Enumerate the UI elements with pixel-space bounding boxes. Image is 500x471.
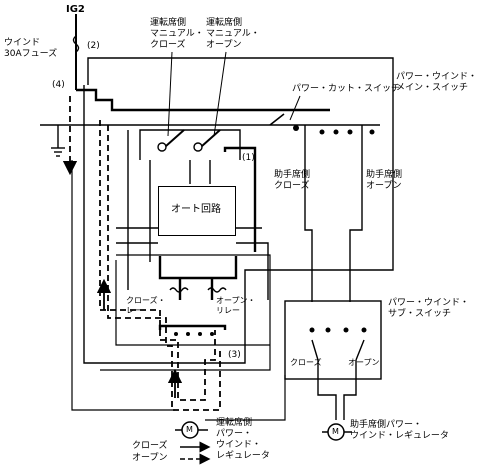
callout-1: (1) bbox=[242, 153, 255, 163]
driver-motor-feed bbox=[71, 160, 286, 421]
contact-4 bbox=[210, 332, 214, 336]
manual-switch-frame bbox=[139, 129, 241, 160]
relay-feed bbox=[158, 256, 238, 300]
main-contact-2 bbox=[333, 129, 339, 135]
close-switch-blade bbox=[165, 129, 185, 147]
close-current-path bbox=[99, 120, 216, 401]
switch-output-line bbox=[223, 146, 257, 252]
power-cut-contact bbox=[293, 125, 299, 131]
contact-3 bbox=[198, 332, 202, 336]
main-contact-4 bbox=[369, 129, 375, 135]
sub-contact-3 bbox=[343, 327, 349, 333]
sub-open-label: オープン bbox=[348, 358, 380, 367]
passenger-open-line bbox=[349, 125, 363, 302]
passenger-regulator-label: 助手席側パワー・ ウインド・レギュレータ bbox=[350, 420, 449, 441]
fuse-symbol bbox=[72, 35, 80, 53]
open-switch-knob bbox=[193, 142, 203, 152]
sub-switch-outline bbox=[284, 300, 382, 380]
close-switch-knob bbox=[157, 142, 167, 152]
contact-2 bbox=[186, 332, 190, 336]
sub-close-label: クローズ bbox=[290, 358, 322, 367]
sub-switch-label: パワー・ウインド・ サブ・スイッチ bbox=[388, 298, 470, 319]
driver-manual-open-label: 運転席側 マニュアル・ オープン bbox=[206, 18, 260, 50]
passenger-open-label: 助手席側 オープン bbox=[366, 170, 403, 191]
main-contact-1 bbox=[319, 129, 325, 135]
power-cut-switch-label: パワー・カット・スイッチ bbox=[292, 84, 401, 94]
driver-regulator-label: 運転席側 パワー・ ウインド・ レギュレータ bbox=[216, 418, 270, 461]
auto-circuit-label: オート回路 bbox=[171, 204, 221, 215]
motor-leads bbox=[175, 429, 352, 433]
ig2-label: IG2 bbox=[66, 4, 85, 15]
return-current-path bbox=[107, 125, 221, 411]
sub-contact-2 bbox=[325, 327, 331, 333]
close-callout-leader bbox=[167, 51, 173, 137]
fuse-label: ウインド 30Aフューズ bbox=[4, 38, 58, 59]
main-switch-outline bbox=[83, 57, 394, 364]
callout-3: (3) bbox=[228, 350, 241, 360]
driver-manual-close-label: 運転席側 マニュアル・ クローズ bbox=[150, 18, 204, 50]
internal-wiring bbox=[116, 130, 269, 300]
driver-motor-letter: M bbox=[186, 425, 193, 434]
open-relay-label: オープン・ リレー bbox=[216, 296, 256, 315]
auto-circuit-box bbox=[158, 186, 236, 236]
main-contact-3 bbox=[347, 129, 353, 135]
legend-open-label: オープン bbox=[132, 453, 168, 463]
close-relay-label: クローズ・ レー bbox=[126, 296, 166, 315]
main-bus bbox=[76, 88, 330, 112]
relay-contact-bus bbox=[158, 324, 227, 330]
sub-contact-1 bbox=[309, 327, 315, 333]
passenger-motor-wiring bbox=[317, 360, 357, 420]
passenger-motor-letter: M bbox=[332, 427, 339, 436]
passenger-close-line bbox=[304, 125, 313, 302]
sub-switch-blades bbox=[311, 339, 365, 361]
power-cut-leader bbox=[289, 95, 301, 121]
callout-4: (4) bbox=[52, 80, 65, 90]
close-relay-coil bbox=[169, 287, 189, 293]
power-cut-blade bbox=[269, 113, 285, 126]
callout-2: (2) bbox=[87, 41, 100, 51]
open-relay-coil bbox=[207, 287, 227, 293]
contact-1 bbox=[174, 332, 178, 336]
sub-contact-4 bbox=[361, 327, 367, 333]
passenger-close-label: 助手席側 クローズ bbox=[274, 170, 311, 191]
main-switch-label: パワー・ウインド・ メイン・スイッチ bbox=[396, 72, 478, 93]
open-switch-blade bbox=[201, 129, 221, 147]
relay-return bbox=[100, 254, 271, 371]
legend-close-label: クローズ bbox=[132, 441, 168, 451]
open-callout-leader bbox=[213, 51, 227, 137]
